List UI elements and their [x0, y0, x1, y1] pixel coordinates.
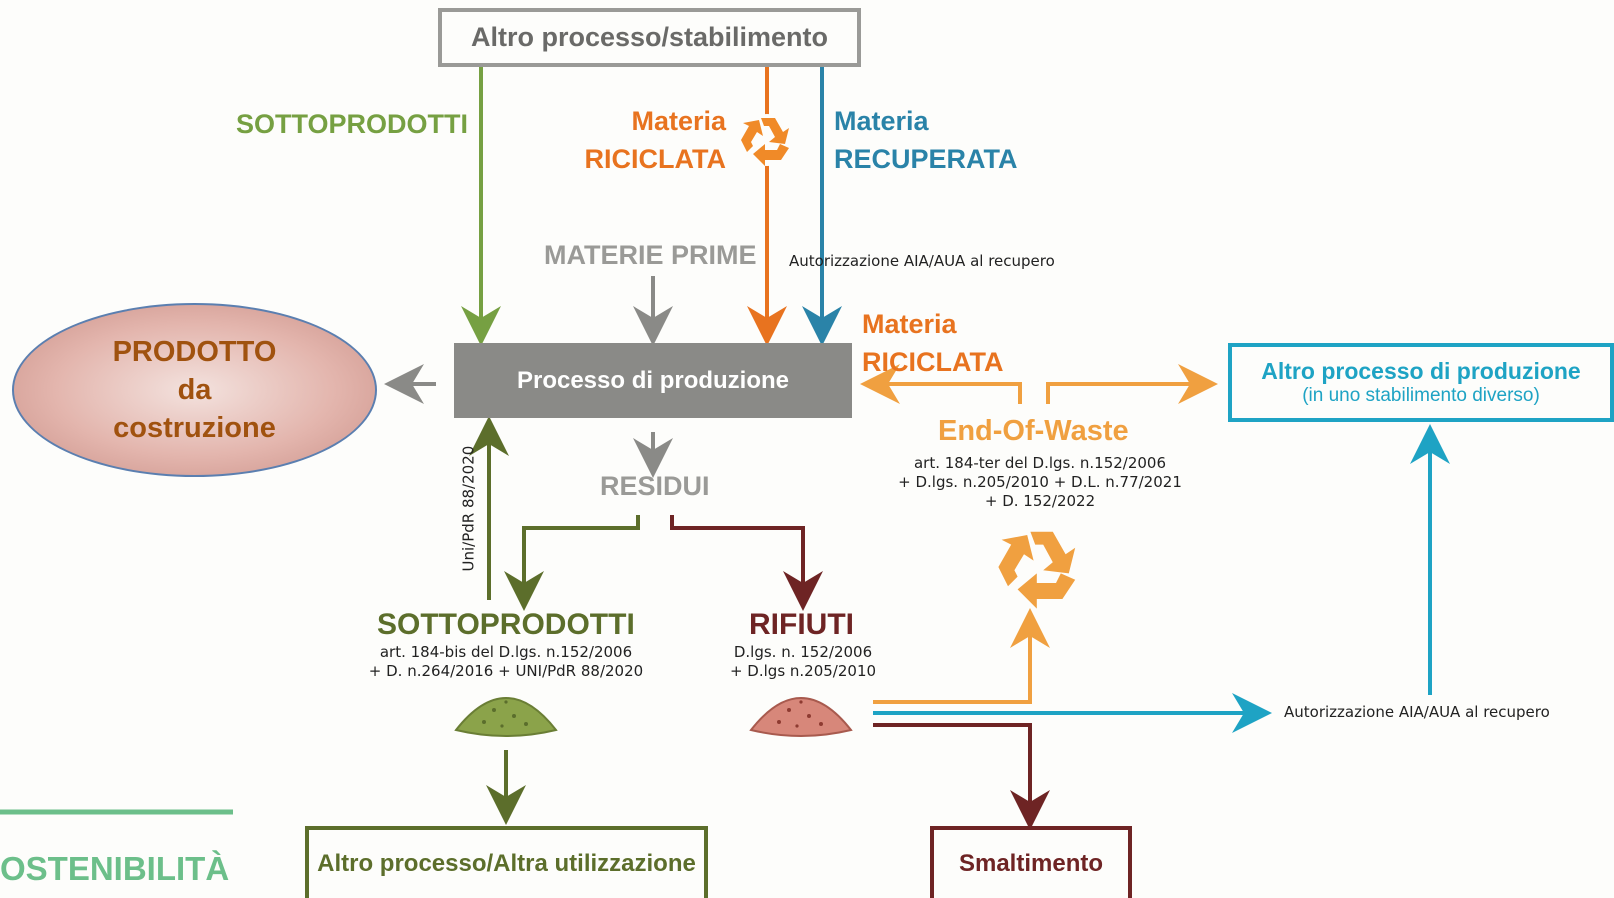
product-ellipse: PRODOTTO da costruzione [12, 303, 377, 477]
autorizzazione-top-label: Autorizzazione AIA/AUA al recupero [789, 252, 1055, 270]
sottoprodotti-node-ref-1: art. 184-bis del D.lgs. n.152/2006 [379, 643, 633, 661]
uni-pdr-vertical-label: Uni/PdR 88/2020 [459, 445, 478, 572]
sustainability-label: OSTENIBILITÀ [0, 850, 230, 887]
production-process-label: Processo di produzione [516, 366, 790, 394]
top-process-box: Altro processo/stabilimento [438, 8, 861, 67]
other-use-label: Altro processo/Altra utilizzazione [317, 850, 696, 877]
pile-icon [454, 697, 558, 737]
sottoprodotti-node-ref-2: + D. n.264/2016 + UNI/PdR 88/2020 [368, 662, 644, 680]
end-of-waste-ref-3: + D. 152/2022 [984, 492, 1096, 510]
production-process-box: Processo di produzione [454, 343, 852, 418]
other-use-box: Altro processo/Altra utilizzazione [305, 826, 708, 898]
other-production-process-box: Altro processo di produzione (in uno sta… [1228, 343, 1614, 422]
top-process-label: Altro processo/stabilimento [470, 22, 829, 52]
end-of-waste-title: End-Of-Waste [938, 415, 1129, 447]
rifiuti-node-ref-1: D.lgs. n. 152/2006 [733, 643, 873, 661]
arrow-residui-sottoprodotti [504, 515, 640, 611]
recycle-icon [998, 531, 1076, 609]
other-process-line-2: (in uno stabilimento diverso) [1302, 385, 1540, 406]
product-line-3: costruzione [113, 412, 276, 444]
other-process-line-1: Altro processo di produzione [1261, 358, 1581, 384]
product-line-1: PRODOTTO [112, 336, 277, 368]
rifiuti-node-ref-2: + D.lgs n.205/2010 [729, 662, 877, 680]
materie-prime-label: MATERIE PRIME [544, 240, 757, 270]
recycle-icon [741, 114, 793, 166]
materia-riciclata-right-label-2: RICICLATA [862, 347, 1004, 377]
materia-riciclata-top-label-1: Materia [631, 106, 726, 136]
sottoprodotti-top-label: SOTTOPRODOTTI [236, 109, 469, 139]
materia-riciclata-right-label-1: Materia [862, 309, 957, 339]
end-of-waste-ref-2: + D.lgs. n.205/2010 + D.L. n.77/2021 [898, 473, 1182, 491]
arrow-rifiuti-eow [873, 608, 1050, 704]
materia-riciclata-top-label-2: RICICLATA [584, 144, 726, 174]
end-of-waste-ref-1: art. 184-ter del D.lgs. n.152/2006 [913, 454, 1167, 472]
arrow-rifiuti-smaltimento [873, 723, 1050, 830]
sottoprodotti-node-title: SOTTOPRODOTTI [377, 608, 635, 641]
residui-label: RESIDUI [600, 471, 710, 501]
materia-recuperata-label-2: RECUPERATA [834, 144, 1018, 174]
disposal-label: Smaltimento [958, 850, 1104, 877]
disposal-box: Smaltimento [930, 826, 1132, 898]
materia-recuperata-label-1: Materia [834, 106, 929, 136]
arrow-eow-process [860, 364, 1022, 404]
arrow-residui-rifiuti [670, 515, 823, 611]
rifiuti-node-title: RIFIUTI [749, 608, 854, 641]
arrow-eow-other [1046, 364, 1218, 404]
autorizzazione-bottom-label: Autorizzazione AIA/AUA al recupero [1284, 703, 1550, 721]
pile-icon [749, 697, 853, 737]
product-line-2: da [177, 374, 212, 406]
